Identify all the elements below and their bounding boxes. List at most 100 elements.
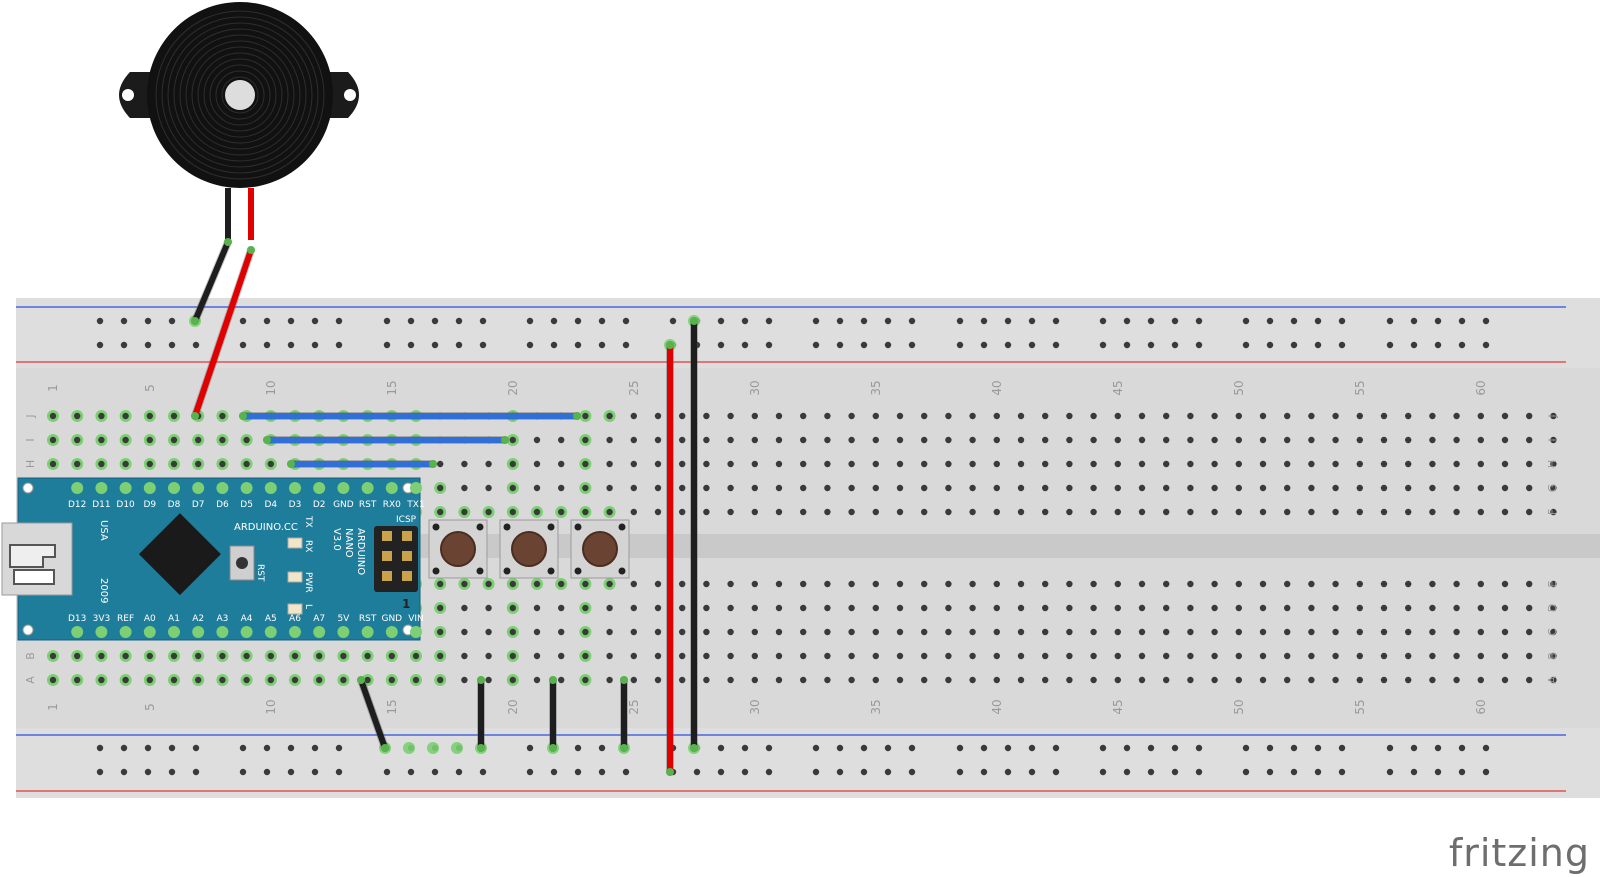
rail-hole [550, 768, 558, 776]
reset-button-cap [236, 557, 248, 569]
terminal-hole [1042, 508, 1049, 516]
rail-hole [717, 744, 725, 752]
terminal-hole [1284, 484, 1291, 492]
terminal-hole [558, 460, 565, 468]
terminal-hole [582, 508, 589, 516]
terminal-hole [1090, 436, 1097, 444]
terminal-hole [993, 652, 1000, 660]
column-number: 55 [1353, 699, 1367, 714]
terminal-hole [243, 652, 250, 660]
wire-black-end [549, 676, 557, 684]
rail-hole [526, 768, 534, 776]
terminal-hole [1187, 652, 1194, 660]
terminal-hole [1405, 628, 1412, 636]
buzzer-mount-hole [122, 89, 134, 101]
terminal-hole [1042, 484, 1049, 492]
rail-hole [860, 744, 868, 752]
rail-hole [908, 317, 916, 325]
terminal-hole [1259, 460, 1267, 468]
terminal-hole [243, 460, 250, 468]
terminal-hole [1453, 580, 1460, 588]
wire-black-end [690, 317, 698, 325]
terminal-hole [1380, 508, 1388, 516]
terminal-hole [146, 652, 153, 660]
terminal-hole [1332, 676, 1339, 684]
terminal-hole [1308, 484, 1315, 492]
terminal-hole [606, 676, 613, 684]
terminal-hole [630, 676, 637, 684]
rail-hole [1195, 341, 1203, 349]
terminal-hole [98, 436, 105, 444]
push-button-screw [503, 523, 511, 531]
terminal-hole [582, 412, 589, 420]
terminal-hole [582, 628, 589, 636]
terminal-hole [751, 412, 758, 420]
terminal-hole [1501, 436, 1509, 444]
rail-hole [1004, 744, 1012, 752]
terminal-hole [824, 604, 831, 612]
terminal-hole [1211, 580, 1218, 588]
rail-hole [598, 317, 606, 325]
terminal-hole [49, 652, 57, 660]
rail-hole [884, 317, 892, 325]
rail-hole [956, 341, 964, 349]
terminal-hole [606, 580, 613, 588]
rail-hole [1338, 317, 1346, 325]
terminal-hole [969, 460, 976, 468]
terminal-hole [1526, 604, 1533, 612]
terminal-hole [654, 628, 662, 636]
terminal-hole [74, 412, 81, 420]
terminal-hole [1259, 676, 1267, 684]
nano-pin [240, 626, 253, 638]
terminal-hole [461, 652, 468, 660]
nano-pin [385, 626, 398, 638]
terminal-hole [1429, 604, 1436, 612]
terminal-hole [509, 508, 516, 516]
terminal-hole [1477, 460, 1485, 468]
terminal-hole [1405, 508, 1412, 516]
terminal-hole [1405, 460, 1412, 468]
terminal-hole [170, 652, 178, 660]
rail-hole [765, 317, 773, 325]
terminal-hole [1284, 652, 1291, 660]
column-number: 35 [869, 699, 883, 714]
terminal-hole [1066, 460, 1073, 468]
terminal-hole [1138, 652, 1146, 660]
terminal-hole [1138, 460, 1146, 468]
terminal-hole [1501, 628, 1509, 636]
terminal-hole [921, 484, 928, 492]
terminal-hole [703, 436, 710, 444]
terminal-hole [703, 460, 710, 468]
rail-hole [1052, 341, 1060, 349]
model-label: NANO [343, 528, 354, 558]
terminal-hole [461, 676, 468, 684]
rail-hole [287, 768, 295, 776]
terminal-hole [49, 676, 57, 684]
terminal-hole [364, 676, 371, 684]
terminal-hole [654, 508, 662, 516]
push-button-screw [503, 567, 511, 575]
terminal-hole [1501, 604, 1509, 612]
terminal-hole [340, 676, 347, 684]
wire-buzzer-black-end [191, 317, 199, 325]
push-button-screw [432, 567, 440, 575]
rail-hole [526, 317, 534, 325]
terminal-hole [679, 436, 686, 444]
rail-hole [908, 768, 916, 776]
terminal-hole [1235, 436, 1243, 444]
terminal-hole [1163, 604, 1170, 612]
rail-hole-active [403, 742, 415, 754]
terminal-hole [606, 412, 613, 420]
terminal-hole [1066, 652, 1073, 660]
push-button-screw [432, 523, 440, 531]
nano-pin-label: D2 [313, 500, 326, 510]
terminal-hole [122, 412, 129, 420]
rail-hole [598, 341, 606, 349]
rail-hole [1482, 768, 1490, 776]
terminal-hole [727, 412, 734, 420]
terminal-hole [1477, 580, 1485, 588]
terminal-hole [1356, 652, 1364, 660]
nano-pcb [17, 477, 421, 641]
terminal-hole [437, 676, 444, 684]
terminal-hole [558, 628, 565, 636]
